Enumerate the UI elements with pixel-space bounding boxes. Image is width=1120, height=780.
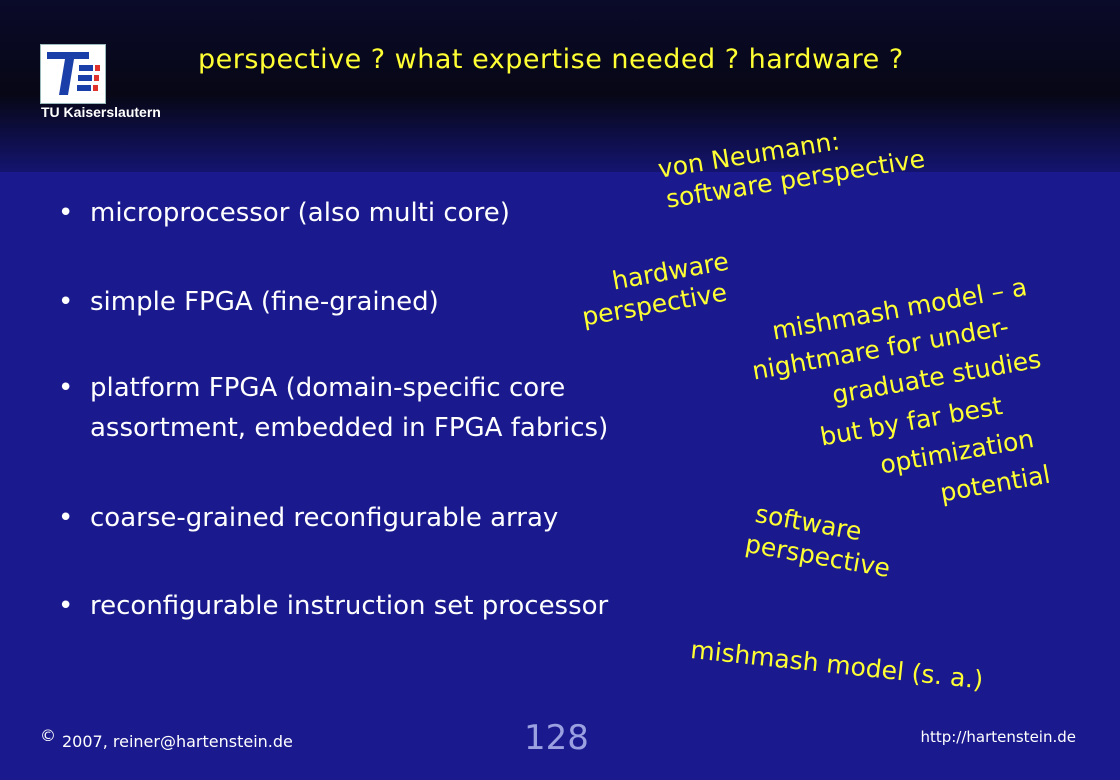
tu-kaiserslautern-logo [40,44,106,104]
annotation-mishmash-sa: mishmash model (s. a.) [689,635,985,695]
logo-caption: TU Kaiserslautern [41,104,161,120]
header-band [0,0,1120,172]
university-logo-icon [41,45,105,103]
annotation-best-line3: potential [937,459,1053,508]
slide-title: perspective ? what expertise needed ? ha… [198,44,904,75]
page-number: 128 [524,718,589,758]
bullet-text: assortment, embedded in FPGA fabrics) [90,413,609,443]
bullet-marker: • [58,198,74,228]
footer-url: http://hartenstein.de [920,728,1076,746]
bullet-text: simple FPGA (fine-grained) [90,287,439,317]
bullet-marker: • [58,503,74,533]
bullet-marker: • [58,373,74,403]
bullet-text: platform FPGA (domain-specific core [90,373,566,403]
bullet-text: microprocessor (also multi core) [90,198,510,228]
bullet-text: coarse-grained reconfigurable array [90,503,559,533]
bullet-marker: • [58,287,74,317]
copyright-icon: © [40,726,56,745]
footer-copyright-text: 2007, reiner@hartenstein.de [62,732,293,751]
bullet-marker: • [58,591,74,621]
footer-copyright: © 2007, reiner@hartenstein.de [40,726,293,751]
bullet-text: reconfigurable instruction set processor [90,591,609,621]
